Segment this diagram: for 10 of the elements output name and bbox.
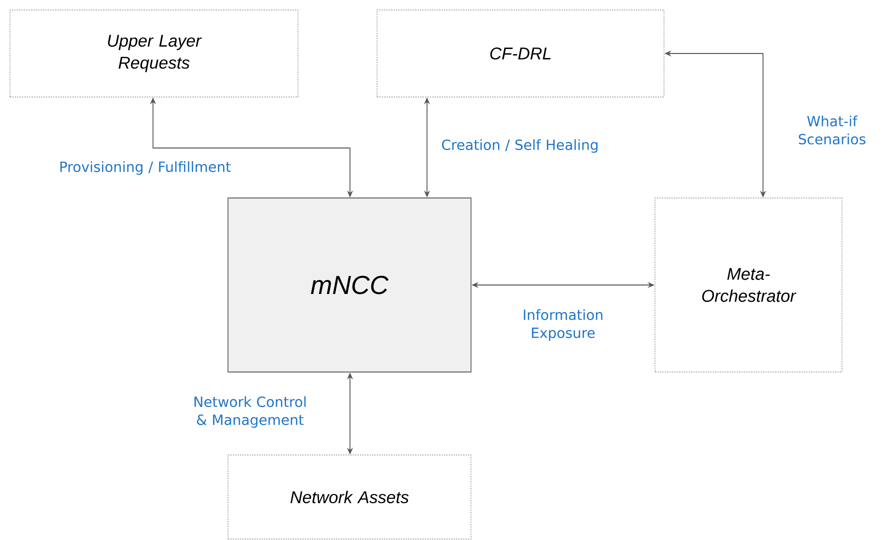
edge-label: Information Exposure [524, 309, 602, 341]
component-box: Upper Layer Requests [10, 10, 298, 98]
edge-label: Provisioning / Fulfillment [60, 161, 231, 175]
edge-label: Network Control & Management [194, 396, 306, 428]
edge-label: Creation / Self Healing [442, 139, 598, 153]
component-box: Network Assets [228, 454, 472, 540]
component-box: CF-DRL [376, 10, 664, 98]
component-box: Meta-Orchestrator [654, 198, 842, 372]
central-box: mNCC [228, 198, 472, 372]
edge-label: What-if Scenarios [798, 116, 866, 144]
